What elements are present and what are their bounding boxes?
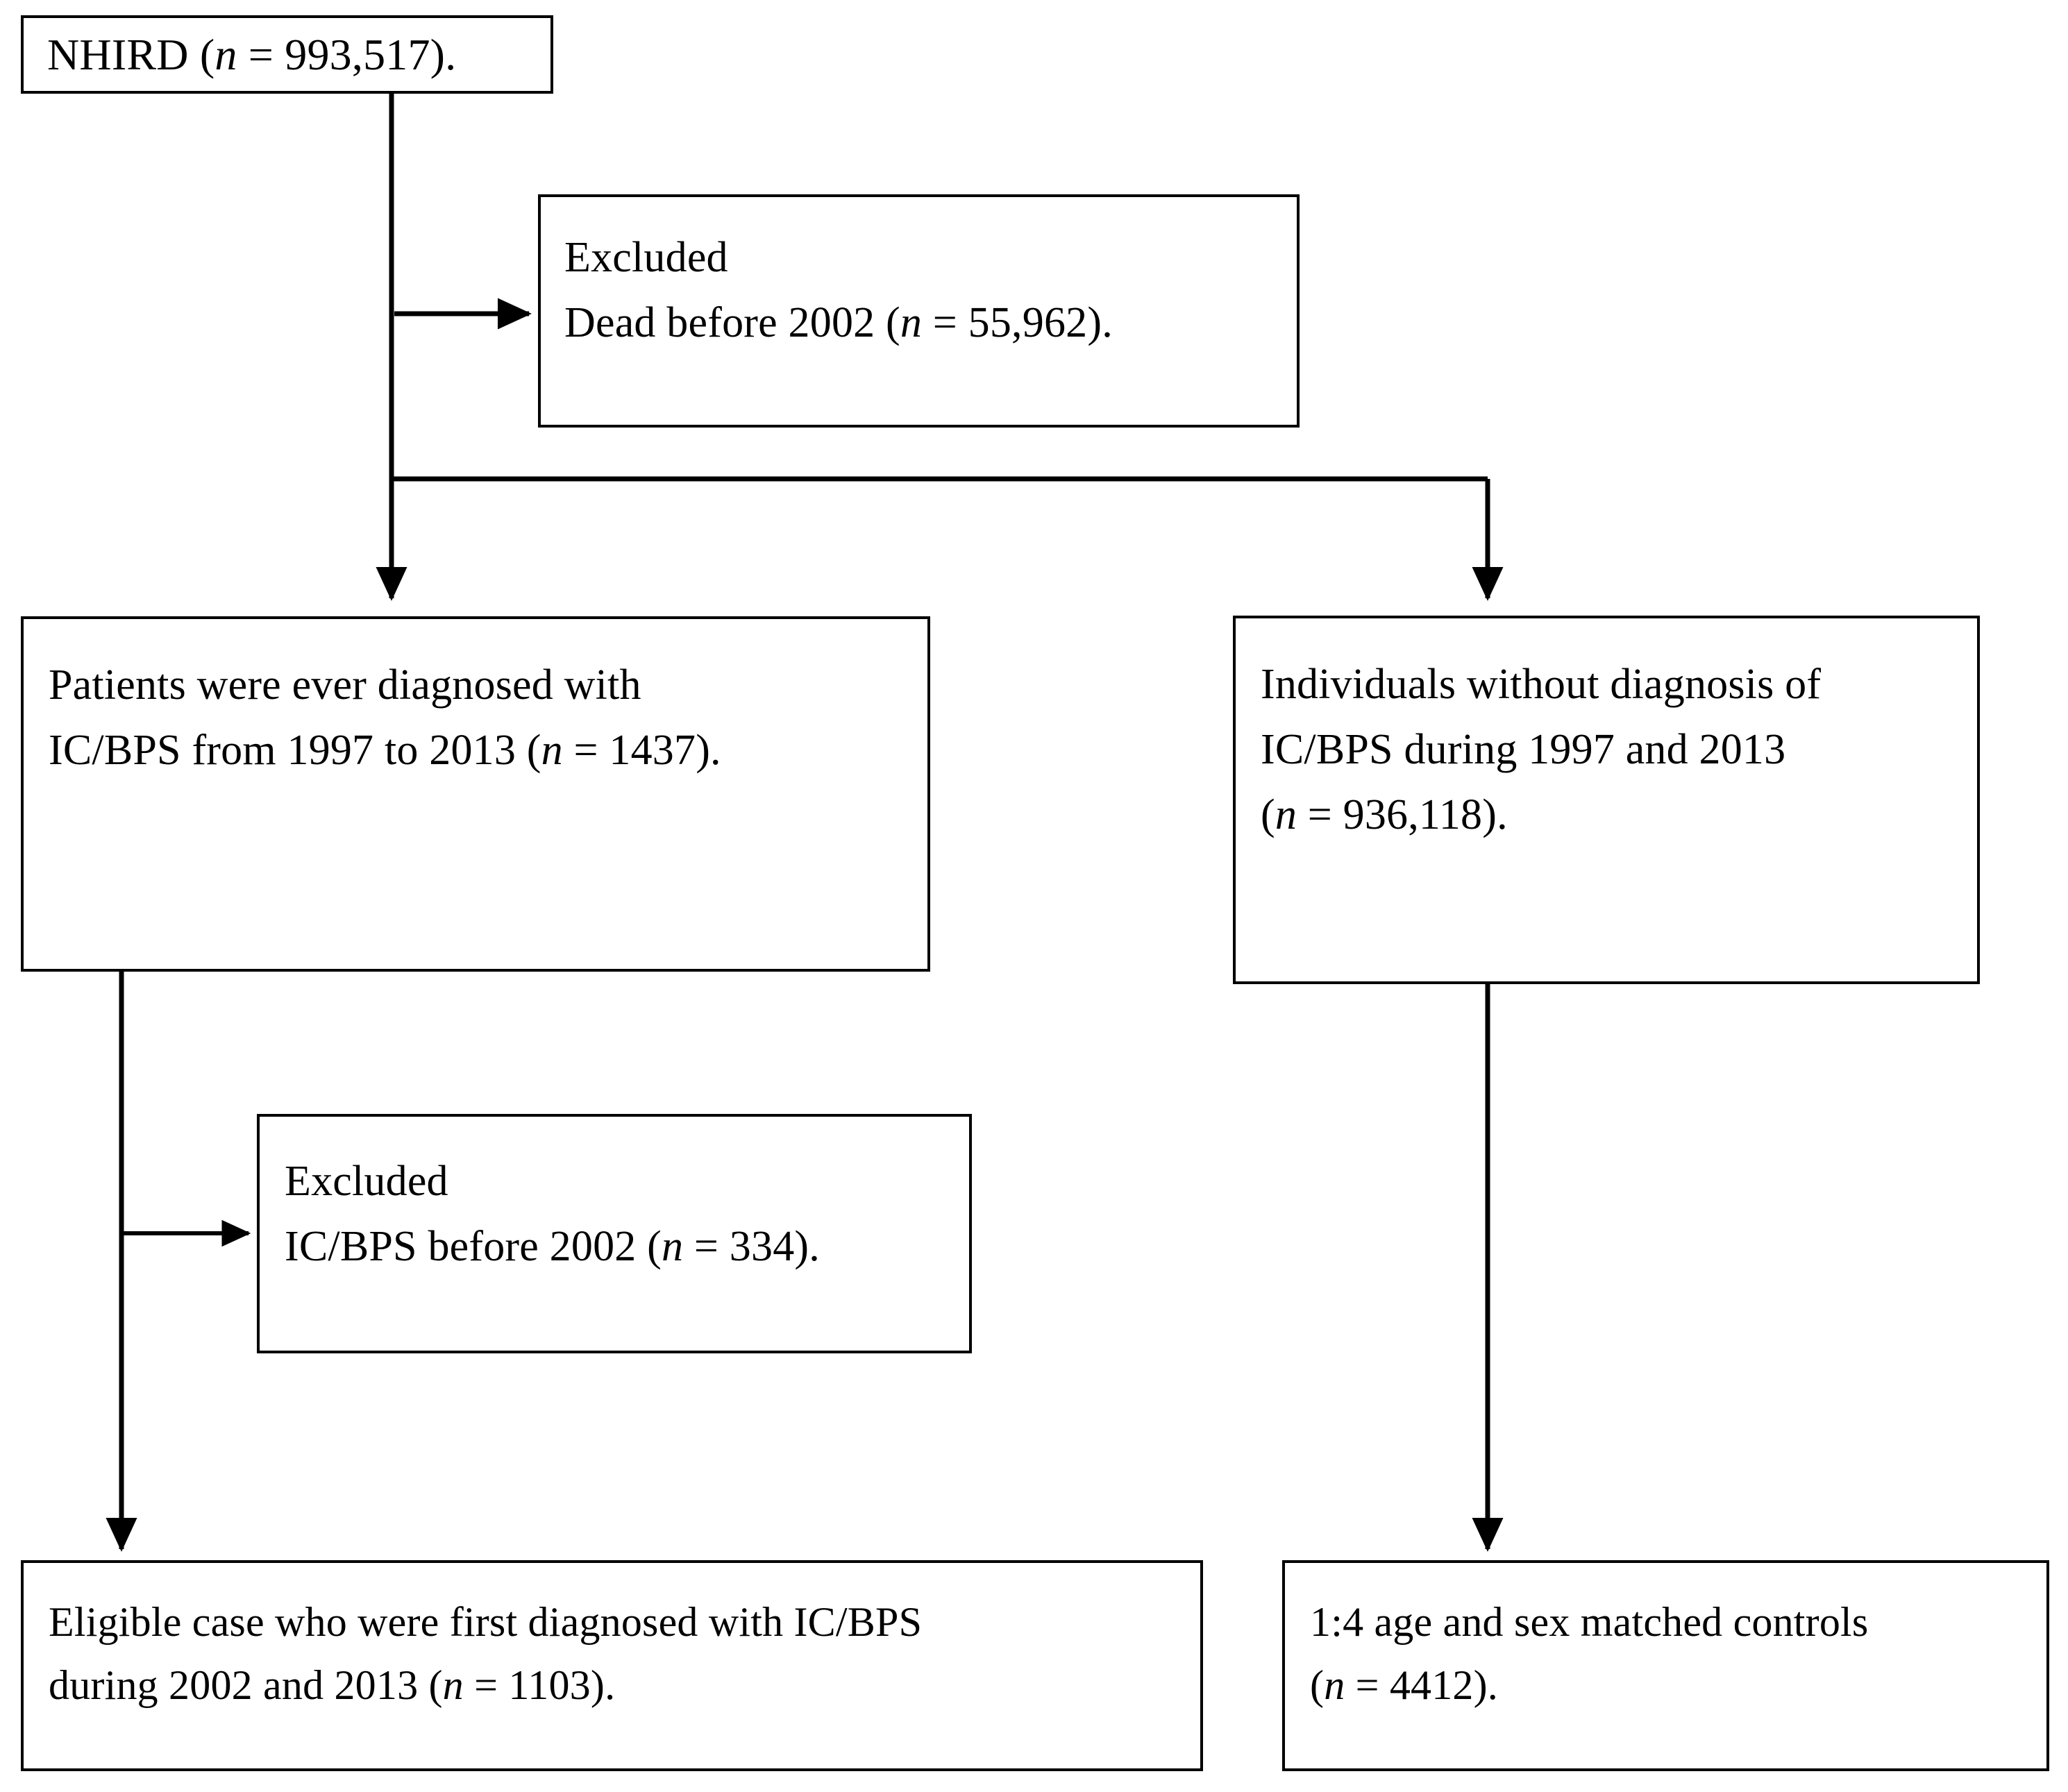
node-matched-controls-line-2-italic: n [1324,1662,1345,1709]
node-eligible-cases-line-2-italic: n [442,1662,464,1709]
node-eligible-cases-line-2: during 2002 and 2013 (n = 1103). [49,1654,1175,1717]
node-excluded-icbps-line-2: IC/BPS before 2002 (n = 334). [285,1214,944,1279]
node-cases-line-1-pre: Patients were ever diagnosed with [49,661,641,709]
node-nhird-line-1-post: = 993,517). [237,29,457,79]
node-non-cases-line-3-post: = 936,118). [1297,791,1508,839]
node-cases-line-2-italic: n [541,727,563,775]
node-matched-controls-line-2-post: = 4412). [1345,1662,1499,1709]
node-excluded-dead-line-1: Excluded [564,225,1273,290]
node-nhird-line-1-pre: NHIRD ( [47,29,215,79]
node-excluded-icbps-line-2-pre: IC/BPS before 2002 ( [285,1223,662,1271]
node-excluded-dead-line-1-pre: Excluded [564,234,728,281]
node-excluded-icbps-line-2-post: = 334). [683,1223,820,1271]
node-non-cases-line-3-pre: ( [1261,791,1275,839]
node-eligible-cases-line-2-pre: during 2002 and 2013 ( [49,1662,443,1709]
node-excluded-icbps-line-1-pre: Excluded [285,1158,448,1205]
node-excluded-dead-line-2: Dead before 2002 (n = 55,962). [564,290,1273,355]
node-non-cases-line-3: (n = 936,118). [1261,782,1952,847]
node-excluded-dead-line-2-pre: Dead before 2002 ( [564,299,900,347]
node-excluded-dead-line-2-post: = 55,962). [922,299,1113,347]
node-matched-controls: 1:4 age and sex matched controls (n = 44… [1282,1560,2049,1771]
node-cases-line-2-post: = 1437). [562,727,721,775]
node-nhird: NHIRD (n = 993,517). [21,15,553,94]
node-non-cases-line-2-pre: IC/BPS during 1997 and 2013 [1261,726,1786,774]
node-excluded-dead-line-2-italic: n [900,299,923,347]
node-cases-line-1: Patients were ever diagnosed with [49,652,902,718]
node-non-cases-line-3-italic: n [1275,791,1297,839]
node-non-cases: Individuals without diagnosis of IC/BPS … [1233,616,1980,984]
node-excluded-icbps-line-1: Excluded [285,1149,944,1214]
node-excluded-dead: Excluded Dead before 2002 (n = 55,962). [538,194,1300,428]
node-eligible-cases-line-2-post: = 1103). [463,1662,616,1709]
node-non-cases-line-2: IC/BPS during 1997 and 2013 [1261,717,1952,782]
node-cases: Patients were ever diagnosed with IC/BPS… [21,616,930,972]
node-eligible-cases: Eligible case who were first diagnosed w… [21,1560,1203,1771]
node-excluded-icbps-line-2-italic: n [662,1223,684,1271]
node-excluded-icbps: Excluded IC/BPS before 2002 (n = 334). [257,1114,972,1353]
node-cases-line-2: IC/BPS from 1997 to 2013 (n = 1437). [49,718,902,783]
node-non-cases-line-1-pre: Individuals without diagnosis of [1261,661,1822,708]
node-eligible-cases-line-1-pre: Eligible case who were first diagnosed w… [49,1599,923,1645]
node-matched-controls-line-2: (n = 4412). [1310,1654,2021,1717]
node-matched-controls-line-2-pre: ( [1310,1662,1325,1709]
node-eligible-cases-line-1: Eligible case who were first diagnosed w… [49,1591,1175,1654]
node-matched-controls-line-1-pre: 1:4 age and sex matched controls [1310,1599,1869,1645]
node-cases-line-2-pre: IC/BPS from 1997 to 2013 ( [49,727,541,775]
node-matched-controls-line-1: 1:4 age and sex matched controls [1310,1591,2021,1654]
node-non-cases-line-1: Individuals without diagnosis of [1261,652,1952,717]
node-nhird-line-1: NHIRD (n = 993,517). [47,21,527,88]
node-nhird-line-1-italic: n [215,29,237,79]
